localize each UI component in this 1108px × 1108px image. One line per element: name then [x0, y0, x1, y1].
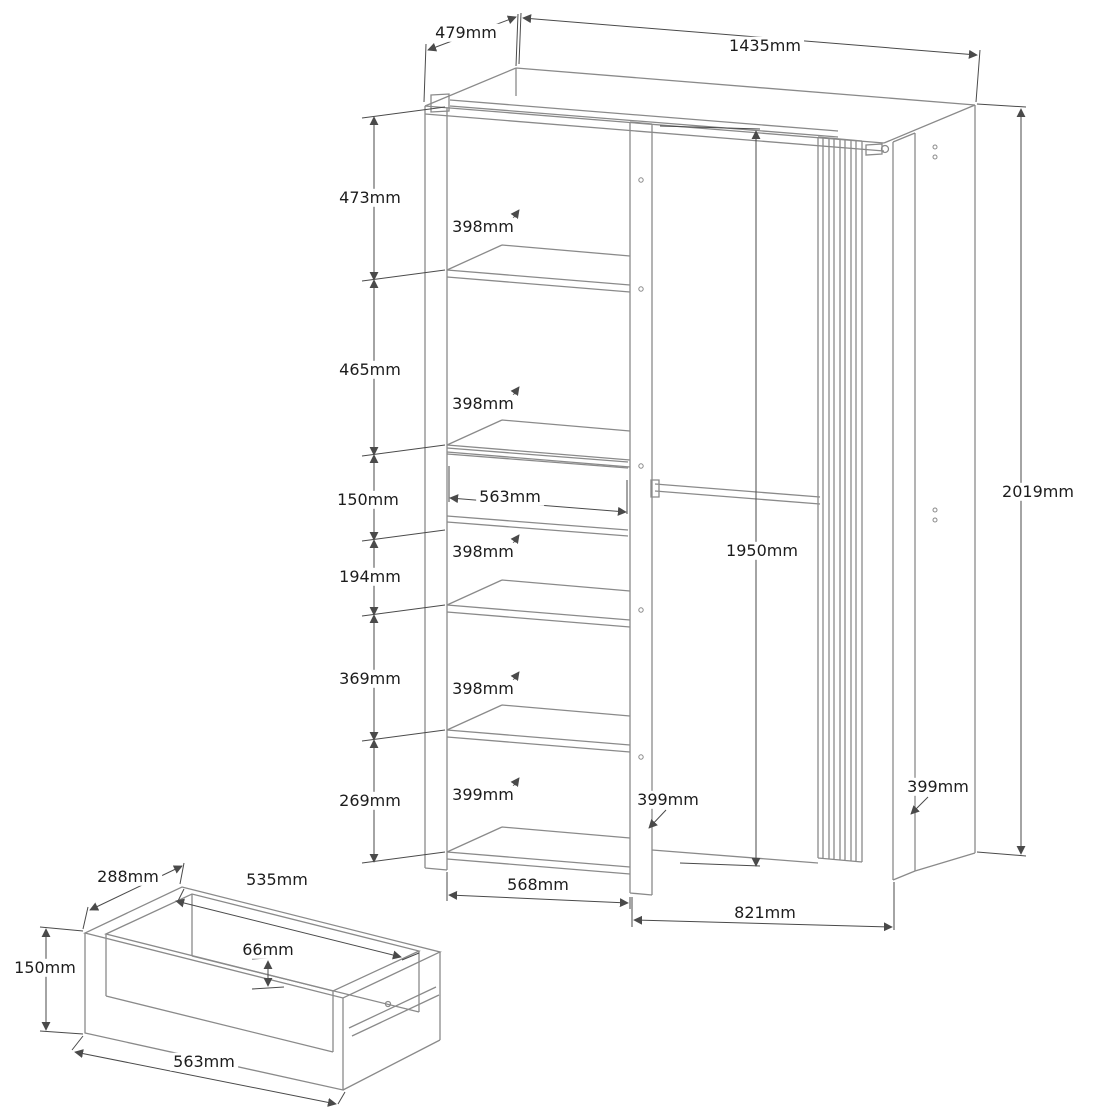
- bottom-shelf: [446, 826, 631, 875]
- top-rail: [449, 99, 839, 138]
- dim-section-473: 473mm: [336, 188, 404, 208]
- dimline-drawer-depth: [89, 865, 183, 911]
- dim-drawer-height: 150mm: [11, 958, 79, 978]
- dim-drawer-top-width: 535mm: [243, 870, 311, 890]
- dim-drawer-depth: 288mm: [94, 867, 162, 887]
- rail-bracket: [430, 93, 450, 113]
- dim-overall-height: 2019mm: [999, 482, 1077, 502]
- leader-middle-panel-depth: [648, 809, 667, 829]
- dim-left-section-width: 568mm: [504, 875, 572, 895]
- shelf-1: [446, 244, 631, 293]
- dim-section-269: 269mm: [336, 791, 404, 811]
- wardrobe-line-art: [424, 67, 976, 896]
- dim-right-section-width: 821mm: [731, 903, 799, 923]
- back-edge: [914, 105, 976, 872]
- dim-section-369: 369mm: [336, 669, 404, 689]
- dimline-left-section-width: [448, 890, 629, 908]
- shelf-4: [446, 704, 631, 753]
- dimline-drawer-width: [74, 1049, 337, 1107]
- shelf-2: [446, 419, 631, 468]
- middle-panel: [629, 121, 653, 896]
- dim-inner-drawer-width: 563mm: [476, 487, 544, 507]
- dim-top-width: 1435mm: [726, 36, 804, 56]
- extension-lines: [39, 12, 1027, 1105]
- dim-drawer-width: 563mm: [170, 1052, 238, 1072]
- dim-top-depth: 479mm: [432, 23, 500, 43]
- dim-shelf-depth-4: 398mm: [449, 679, 517, 699]
- top-panel: [424, 67, 976, 152]
- dim-right-panel-depth: 399mm: [904, 777, 972, 797]
- dim-shelf-depth-5: 399mm: [449, 785, 517, 805]
- shelf-3: [446, 579, 631, 628]
- dim-middle-panel-depth: 399mm: [634, 790, 702, 810]
- dim-section-465: 465mm: [336, 360, 404, 380]
- dim-section-194: 194mm: [336, 567, 404, 587]
- internal-drawer-rails: [446, 447, 629, 537]
- dim-shelf-depth-3: 398mm: [449, 542, 517, 562]
- dim-shelf-depth-1: 398mm: [449, 217, 517, 237]
- leader-right-panel-depth: [910, 796, 929, 815]
- dimension-lines: [39, 12, 1027, 1107]
- right-floor: [651, 849, 819, 864]
- folding-door: [817, 136, 863, 863]
- dimline-right-section-width: [633, 915, 893, 932]
- dimline-top-width: [522, 14, 978, 59]
- dim-section-150: 150mm: [334, 490, 402, 510]
- right-panel: [892, 132, 916, 881]
- hanging-rail: [650, 479, 821, 505]
- drawer-slide-wheel: [384, 1000, 392, 1008]
- dim-shelf-depth-2: 398mm: [449, 394, 517, 414]
- pin-holes: [638, 144, 938, 760]
- door-knob-cap: [880, 144, 890, 154]
- dim-drawer-inner-height: 66mm: [239, 940, 297, 960]
- door-knob: [865, 143, 883, 156]
- drawer-slide-rail: [348, 986, 440, 1037]
- dimline-drawer-top-width: [175, 898, 402, 960]
- dim-interior-height: 1950mm: [723, 541, 801, 561]
- left-panel: [424, 106, 448, 871]
